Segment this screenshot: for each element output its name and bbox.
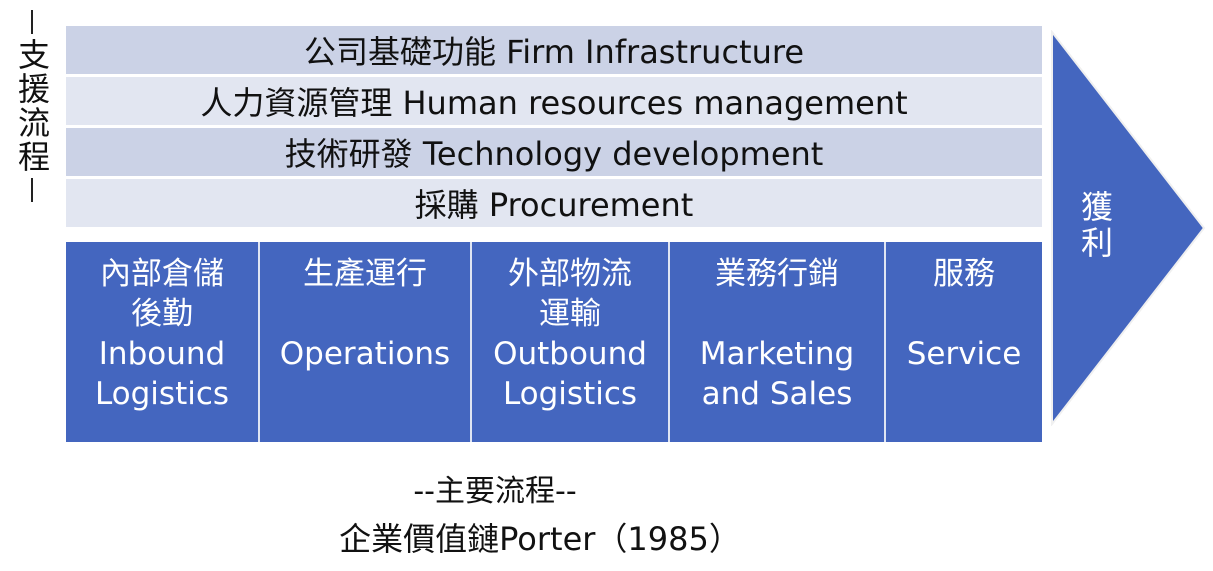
marketing-en: Marketing and Sales [699, 336, 855, 412]
service-zh: 服務 [933, 256, 995, 292]
inbound-en: Inbound Logistics [94, 336, 230, 412]
primary-marketing-sales: 業務行銷 Marketing and Sales [668, 242, 884, 442]
support-firm-infrastructure: 公司基礎功能 Firm Infrastructure [66, 26, 1042, 74]
service-en: Service [906, 336, 1022, 372]
support-human-resources: 人力資源管理 Human resources management [66, 77, 1042, 125]
primary-operations: 生產運行 Operations [258, 242, 470, 442]
support-label-bottom-line [31, 178, 33, 202]
margin-arrow-icon [1051, 30, 1206, 426]
marketing-zh: 業務行銷 [715, 256, 839, 292]
primary-activities: 內部倉儲後勤 Inbound Logistics 生產運行 Operations… [66, 242, 1042, 442]
outbound-en: Outbound Logistics [493, 336, 647, 412]
primary-service: 服務 Service [884, 242, 1042, 442]
primary-outbound-logistics: 外部物流運輸 Outbound Logistics [470, 242, 668, 442]
support-activities-label: 支援流程 [13, 10, 51, 250]
primary-activities-caption: --主要流程-- [413, 474, 577, 509]
margin-label: 獲利 [1076, 190, 1114, 262]
support-label-text: 支援流程 [13, 38, 51, 174]
operations-en: Operations [279, 336, 451, 372]
inbound-zh: 內部倉儲後勤 [100, 256, 224, 332]
source-caption: 企業價值鏈Porter（1985） [339, 520, 741, 558]
support-technology-development: 技術研發 Technology development [66, 128, 1042, 176]
operations-zh: 生產運行 [303, 256, 427, 292]
support-procurement: 採購 Procurement [66, 179, 1042, 227]
outbound-zh: 外部物流運輸 [508, 256, 632, 332]
support-label-top-line [31, 10, 33, 34]
primary-inbound-logistics: 內部倉儲後勤 Inbound Logistics [66, 242, 258, 442]
